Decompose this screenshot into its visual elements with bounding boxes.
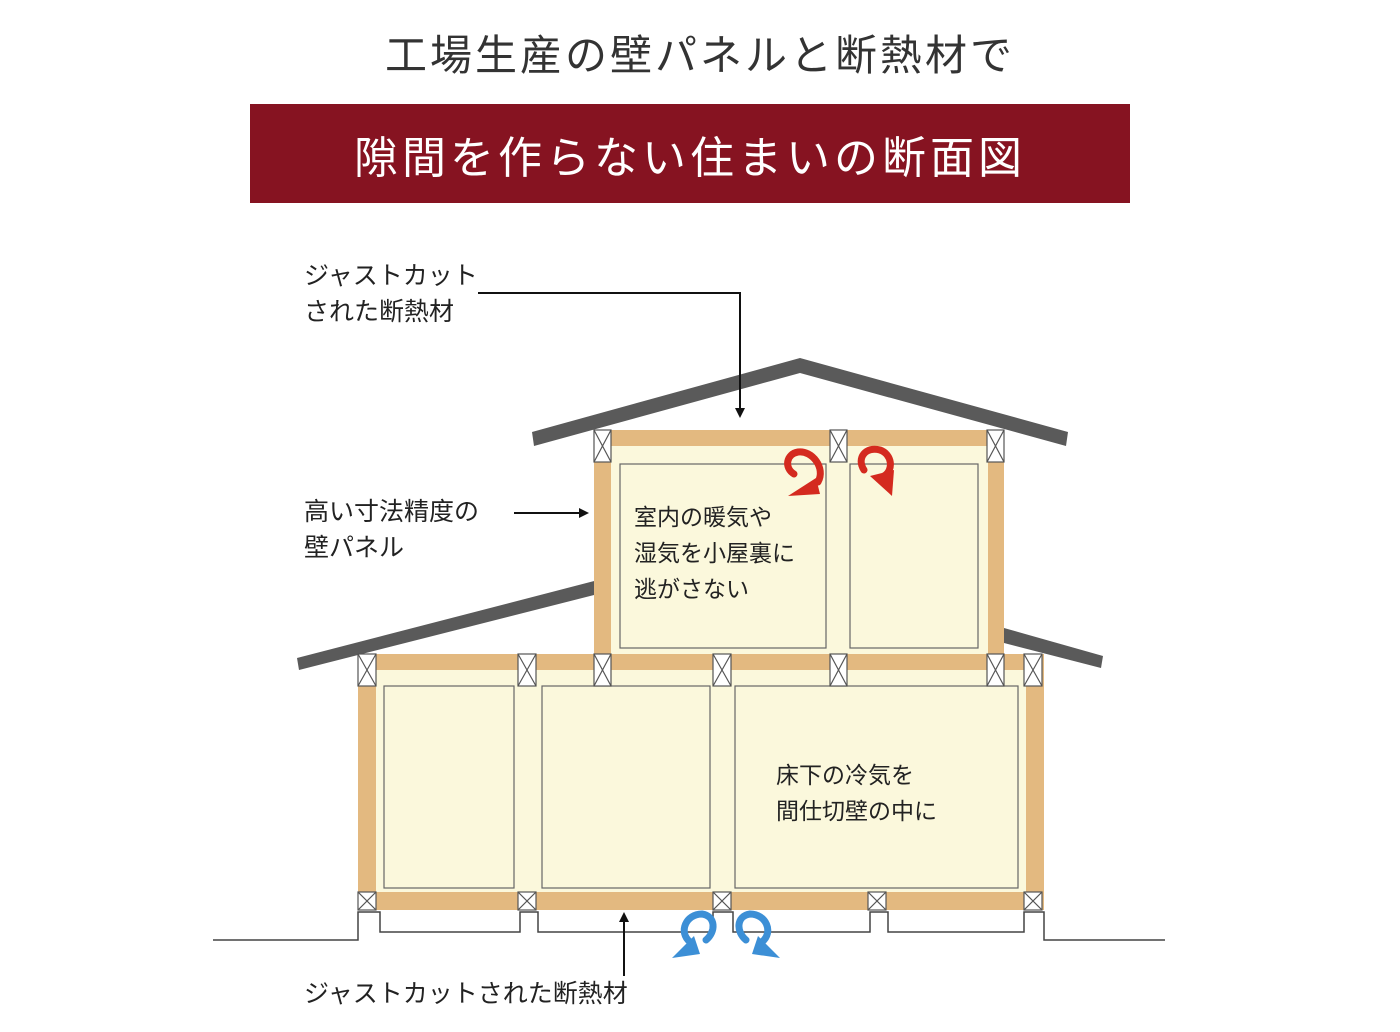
lower-room-caption: 床下の冷気を 間仕切壁の中に [776,758,937,830]
post [829,653,848,687]
wall-panel-label-line2: 壁パネル [304,533,405,562]
floor-insulation [358,892,1044,910]
wall-panel-label-line1: 高い寸法精度の [304,497,480,526]
post [593,429,612,463]
post [357,891,377,911]
lower-room-caption-line1: 床下の冷気を [776,763,914,789]
lower-room-3 [734,685,1019,889]
cold-air-arrow-left-icon [672,910,717,958]
post [593,653,612,687]
post [1023,653,1043,687]
lower-roof-left [297,580,598,670]
banner-title: 隙間を作らない住まいの断面図 [354,132,1026,184]
post [1023,891,1043,911]
page-title: 工場生産の壁パネルと断熱材で [384,31,1015,80]
lower-room-1 [383,685,515,889]
upper-room-caption: 室内の暖気や 湿気を小屋裏に 逃がさない [634,500,795,608]
upper-room-caption-line2: 湿気を小屋裏に [634,541,795,567]
roof-insulation-label-line1: ジャストカット [304,261,478,290]
post [986,429,1005,463]
post [357,653,377,687]
warm-air-arrow-left-icon [784,448,824,496]
post [517,891,537,911]
post [712,653,732,687]
ground-line [213,911,1165,941]
post [829,429,848,463]
title-banner: 隙間を作らない住まいの断面図 [250,104,1130,203]
post [986,653,1005,687]
roof-insulation-label: ジャストカット された断熱材 [304,258,478,330]
post [867,891,887,911]
lower-room-caption-line2: 間仕切壁の中に [776,799,937,825]
wall-panel-label: 高い寸法精度の 壁パネル [304,494,479,566]
post [517,653,537,687]
upper-room-caption-line1: 室内の暖気や [634,505,772,531]
posts [357,429,1043,911]
upper-room-right [849,463,979,649]
cold-air-arrow-right-icon [735,910,780,958]
roof-insulation-leader [478,292,745,418]
lower-room-2 [541,685,711,889]
roof-insulation-label-line2: された断熱材 [304,297,455,326]
post [712,891,732,911]
upper-room-caption-line3: 逃がさない [634,577,749,603]
warm-air-arrow-right-icon [857,445,894,496]
floor-insulation-label: ジャストカットされた断熱材 [304,979,628,1008]
lower-roof-right [1004,628,1103,668]
